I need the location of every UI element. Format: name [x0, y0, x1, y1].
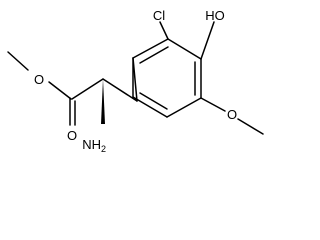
carbonyl-oxygen-label: O: [67, 128, 77, 143]
bonds: [7, 21, 264, 135]
atom-labels: O O Cl HO O NH2: [34, 8, 237, 154]
hydroxyl-label: HO: [205, 8, 225, 23]
ring-bond-4: [166, 97, 202, 118]
amine-subscript: 2: [101, 144, 106, 154]
bond-ester-o-carbon: [48, 81, 72, 100]
wedge-bond-amine: [101, 79, 105, 124]
bond-methoxy-methyl: [237, 118, 264, 135]
bond-ring-oh: [200, 21, 215, 60]
ester-oxygen-label: O: [34, 72, 44, 87]
ring-bond-2: [167, 38, 202, 60]
ring-inner-bond-1: [139, 46, 169, 64]
bond-ring-methoxy-o: [200, 97, 226, 112]
molecule-structure: O O Cl HO O NH2: [7, 8, 264, 154]
bond-carbonyl-alpha: [71, 78, 104, 100]
amine-nh: NH: [82, 137, 101, 152]
ring-bond-5: [132, 96, 168, 118]
ring-inner-bond-3: [139, 92, 168, 110]
ring-bond-1: [132, 38, 169, 59]
bond-ring-cl: [159, 21, 169, 40]
bond-alpha-ch2: [102, 78, 138, 102]
bond-ester-methyl: [7, 51, 29, 71]
chlorine-label: Cl: [153, 8, 165, 23]
methoxy-oxygen-label: O: [227, 107, 237, 122]
amine-label: NH2: [82, 137, 106, 154]
